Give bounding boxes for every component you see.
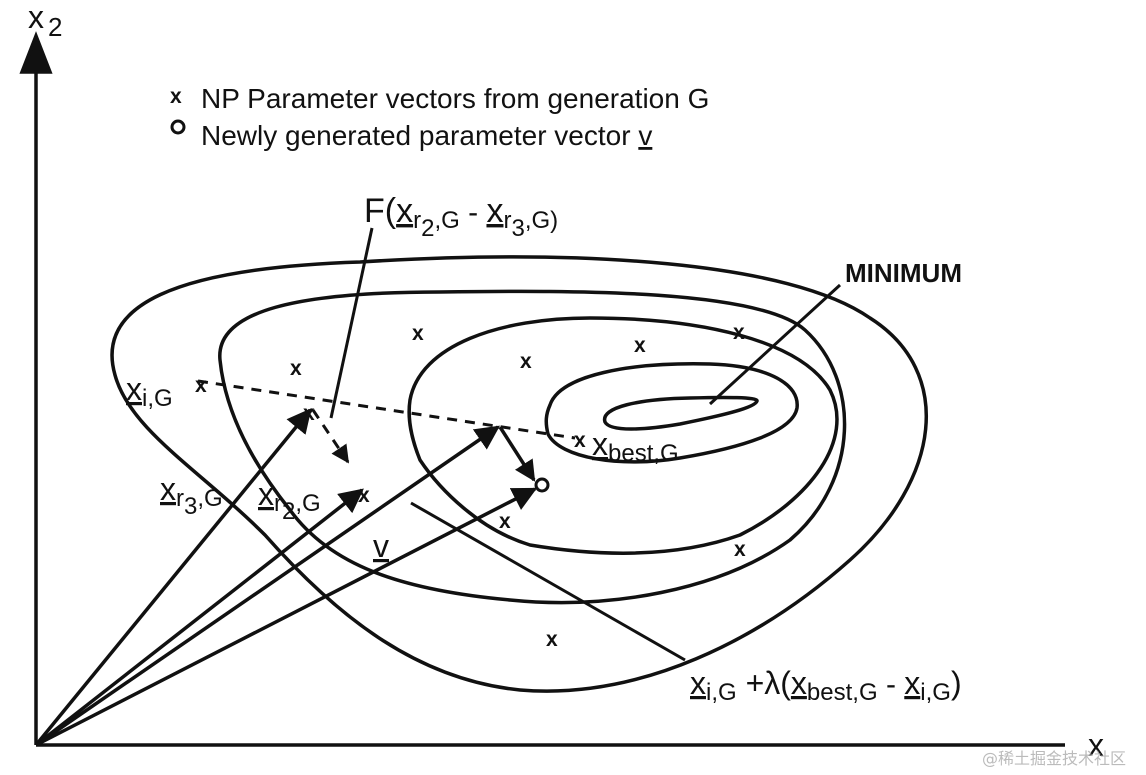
vector-to-xr2 — [34, 488, 364, 747]
pointer-minimum — [708, 283, 842, 406]
legend-circle-marker — [170, 119, 186, 135]
new-vector-v-marker — [534, 477, 550, 493]
pointer-difference-label — [329, 227, 374, 419]
xr3-label: xr3,G — [160, 471, 223, 520]
point: x — [734, 538, 746, 561]
arrow-intermediate-to-v — [498, 426, 536, 482]
point: x — [546, 628, 558, 651]
contour-fourth — [544, 362, 799, 464]
point: x — [634, 334, 646, 357]
point: x — [290, 357, 302, 380]
legend-item-new-vector: Newly generated parameter vector v — [201, 120, 652, 151]
population-points: x x x x x x x x x x x x — [195, 321, 746, 651]
dashed-lines — [197, 379, 576, 464]
update-formula-label: xi,G +λ(xbest,G - xi,G) — [690, 665, 962, 706]
pointer-lines — [329, 227, 842, 662]
point-xbest: x — [574, 429, 586, 452]
minimum-label: MINIMUM — [845, 258, 962, 288]
axes — [19, 31, 1065, 747]
legend-item-parameter-vectors: NP Parameter vectors from generation G — [201, 83, 709, 114]
xi-label: xi,G — [126, 371, 173, 412]
legend: x NP Parameter vectors from generation G… — [170, 83, 709, 151]
v-label: v — [373, 528, 389, 564]
vector-to-intermediate — [35, 425, 501, 747]
contours — [110, 255, 928, 693]
contour-innermost — [602, 395, 759, 431]
difference-vector-label: F(xr2,G - xr3,G) — [364, 192, 558, 242]
legend-x-marker: x — [170, 85, 182, 108]
point-xr2: x — [358, 484, 370, 507]
vector-to-xr3 — [34, 408, 312, 747]
contour-third — [407, 316, 839, 555]
watermark: @稀土掘金技术社区 — [982, 749, 1126, 768]
pointer-formula — [410, 501, 686, 662]
contour-outer — [110, 255, 928, 693]
point-xr3: x — [303, 402, 315, 425]
dashed-xi-to-xbest — [197, 379, 576, 440]
point: x — [412, 322, 424, 345]
vector-to-v — [35, 487, 538, 747]
xr2-label: xr2,G — [258, 476, 321, 525]
y-axis-arrowhead — [19, 31, 53, 74]
point: x — [520, 350, 532, 373]
point: x — [733, 321, 745, 344]
contour-second — [218, 289, 847, 605]
xbest-label: xbest,G — [592, 426, 679, 467]
point: x — [499, 510, 511, 533]
point-xi: x — [195, 374, 207, 397]
x-axis-label: x — [1088, 727, 1104, 763]
position-vectors — [34, 408, 538, 747]
